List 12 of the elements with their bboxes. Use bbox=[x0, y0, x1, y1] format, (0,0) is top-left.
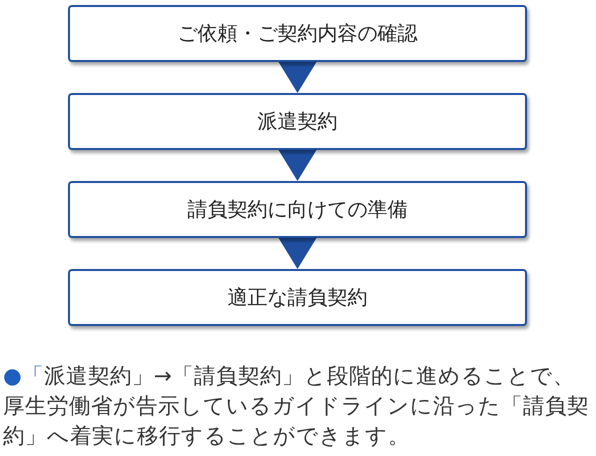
step-text: 請負契約に向けての準備 bbox=[188, 196, 408, 223]
arrow bbox=[278, 150, 316, 181]
step-text: ご依頼・ご契約内容の確認 bbox=[178, 20, 418, 47]
process-box bbox=[68, 93, 527, 150]
arrow bbox=[278, 62, 316, 93]
process-box bbox=[68, 181, 527, 238]
process-box bbox=[68, 269, 527, 326]
step-text: 適正な請負契約 bbox=[228, 284, 368, 311]
process-box bbox=[68, 5, 527, 62]
note-text: ●「派遣契約」→「請負契約」と段階的に進めることで、厚生労働省が告示しているガイドラインに沿った「請負契約」へ着実に移行することができます。 bbox=[3, 363, 590, 451]
arrow bbox=[278, 238, 316, 269]
step-text: 派遣契約 bbox=[258, 108, 338, 135]
